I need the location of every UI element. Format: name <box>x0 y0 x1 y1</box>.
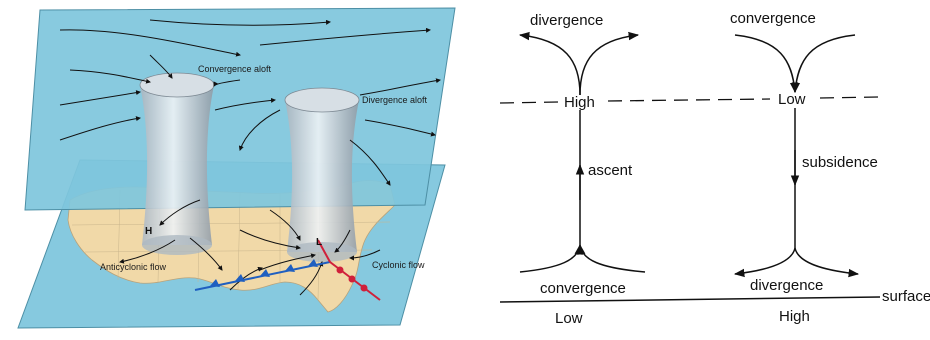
ascent-label: ascent <box>588 162 633 179</box>
left-top-divergence-arrows <box>518 31 640 96</box>
label-convergence-aloft: Convergence aloft <box>198 64 272 74</box>
three-d-flow-illustration: Convergence aloft Divergence aloft H L A… <box>17 7 456 329</box>
left-surface-pressure-label: Low <box>555 310 583 327</box>
vertical-circulation-schematic: divergence convergence <box>480 0 930 335</box>
schematic-canvas: divergence convergence <box>499 10 930 327</box>
warm-front <box>317 239 381 301</box>
upper-plane <box>24 7 456 211</box>
cold-front <box>194 259 331 291</box>
subsidence-label: subsidence <box>802 154 878 171</box>
label-cyclonic-flow: Cyclonic flow <box>372 260 425 270</box>
illustration-canvas: Convergence aloft Divergence aloft H L A… <box>17 7 456 329</box>
left-bottom-label: convergence <box>540 280 626 297</box>
left-bottom-convergence-arrows <box>519 243 646 273</box>
low-marker: L <box>316 237 322 248</box>
left-level-label: High <box>564 94 595 111</box>
right-top-convergence-arrows <box>734 34 856 94</box>
right-surface-pressure-label: High <box>779 308 810 325</box>
surface-line <box>499 296 881 303</box>
lower-flow-arrows <box>119 199 381 296</box>
low-column <box>284 87 360 262</box>
right-bottom-divergence-arrows <box>733 247 860 278</box>
label-anticyclonic-flow: Anticyclonic flow <box>100 262 167 272</box>
right-level-label: Low <box>778 91 806 108</box>
right-bottom-label: divergence <box>750 277 823 294</box>
surface-label: surface <box>882 288 930 305</box>
left-top-label: divergence <box>530 12 603 29</box>
high-marker: H <box>145 226 152 237</box>
upper-flow-arrows <box>59 19 441 186</box>
right-top-label: convergence <box>730 10 816 27</box>
label-divergence-aloft: Divergence aloft <box>362 95 428 105</box>
high-column <box>139 72 215 255</box>
upper-level-dashed-line <box>499 96 879 104</box>
